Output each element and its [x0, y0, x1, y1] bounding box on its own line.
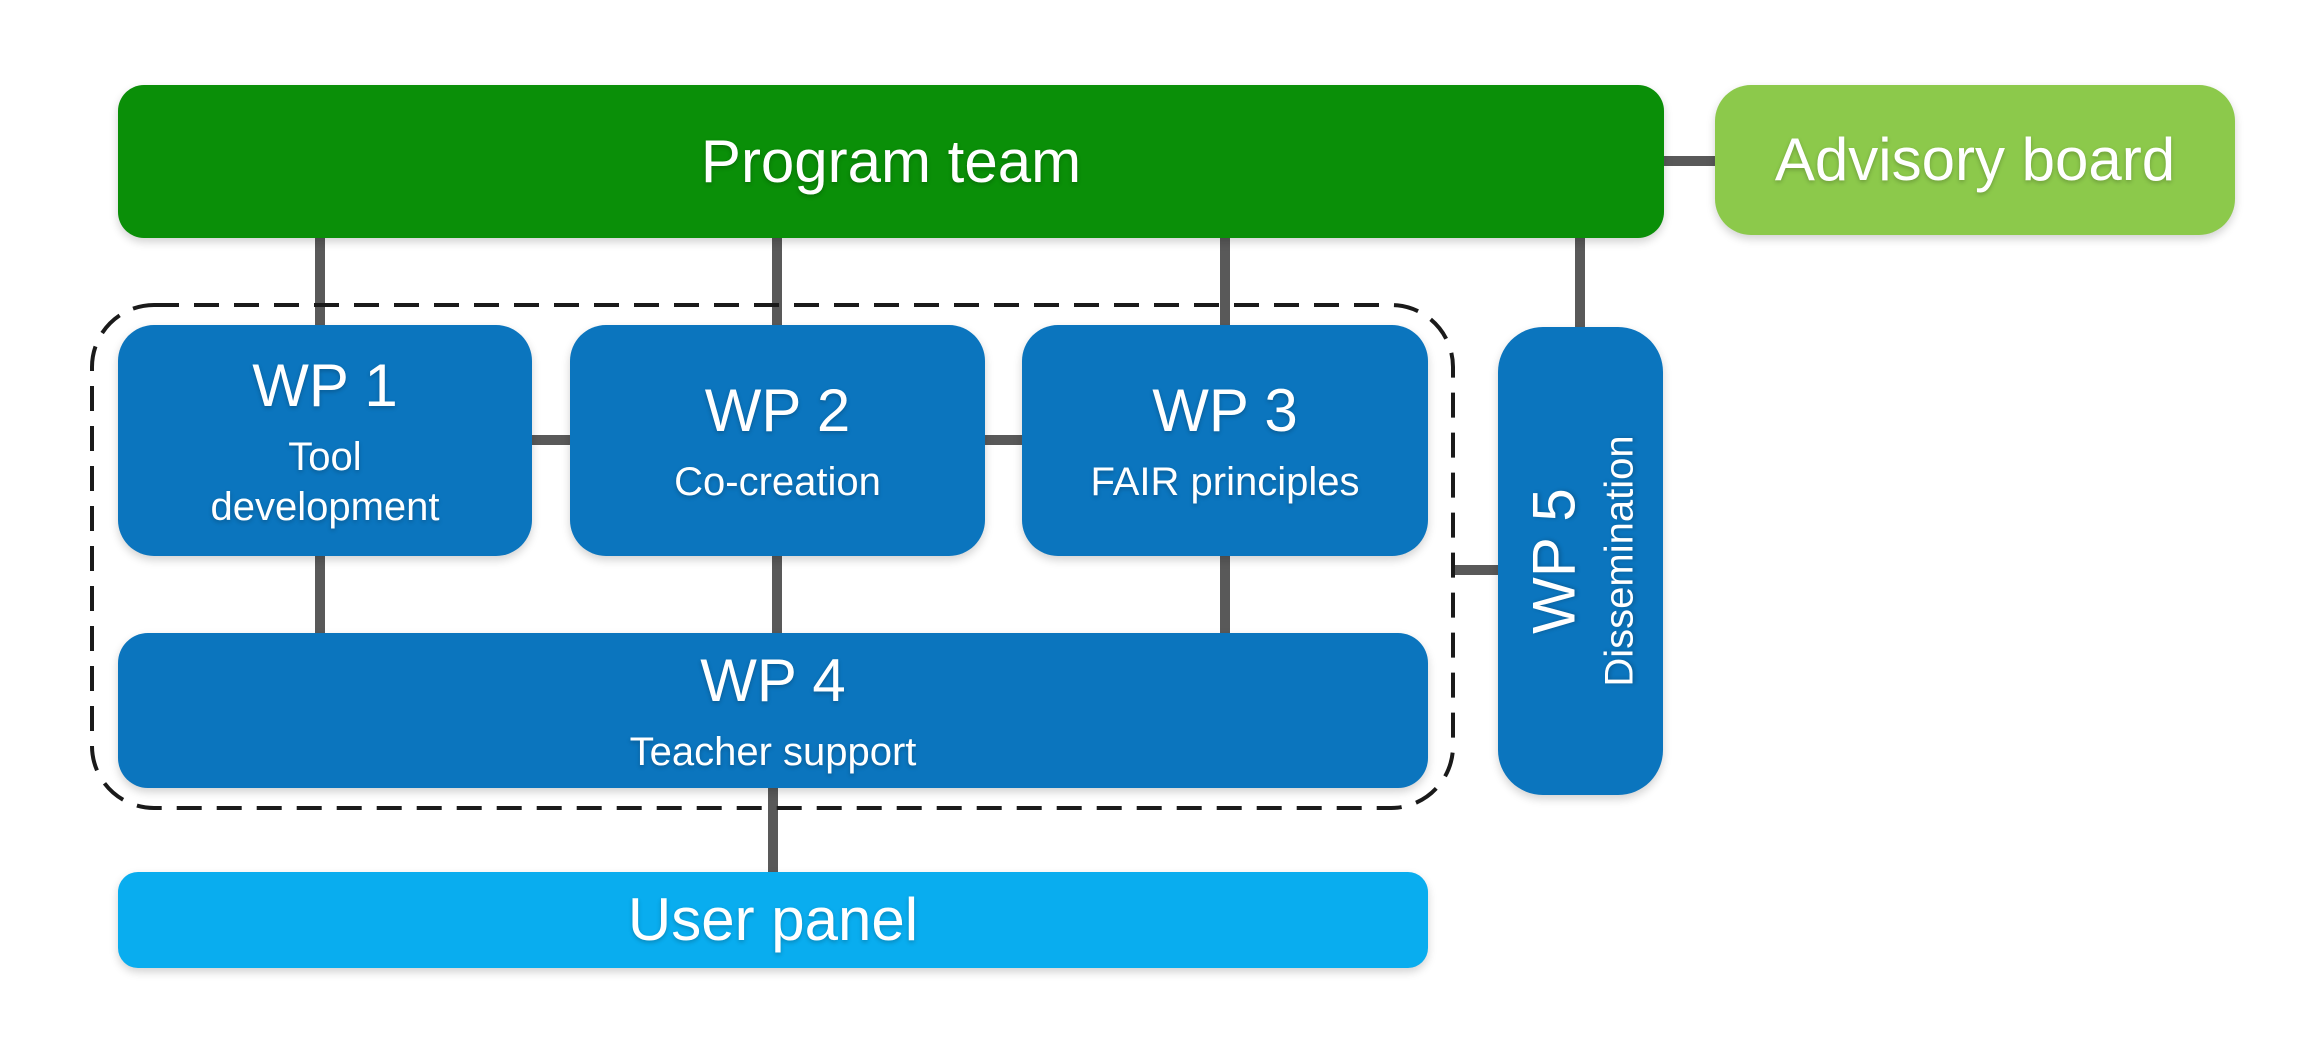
- connector-wp3-wp4: [1220, 556, 1230, 633]
- wp3-subtitle: FAIR principles: [1090, 459, 1360, 504]
- node-program-team: Program team: [118, 85, 1664, 238]
- wp3-title: WP 3: [1152, 376, 1298, 444]
- wp5-rotated-text: WP 5 Dissemination: [1498, 327, 1663, 795]
- wp2-title: WP 2: [704, 376, 851, 444]
- node-wp4: WP 4 Teacher support: [118, 633, 1428, 788]
- connector-wp1-wp4: [315, 556, 325, 633]
- node-wp2: WP 2 Co-creation: [570, 325, 985, 556]
- wp4-title: WP 4: [700, 646, 846, 714]
- connector-program-team-wp1: [315, 238, 325, 325]
- connector-program-team-advisory-board: [1664, 156, 1715, 166]
- wp5-title: WP 5: [1519, 488, 1587, 634]
- connector-group-wp5: [1455, 565, 1498, 575]
- connector-wp4-user-panel: [768, 788, 778, 872]
- advisory-board-label: Advisory board: [1774, 126, 2176, 193]
- connector-wp2-wp3: [985, 435, 1022, 445]
- node-advisory-board: Advisory board: [1715, 85, 2235, 235]
- node-wp3: WP 3 FAIR principles: [1022, 325, 1428, 556]
- work-packages-group-outline: [90, 303, 1455, 810]
- node-user-panel: User panel: [118, 872, 1428, 968]
- wp2-subtitle: Co-creation: [674, 459, 881, 504]
- connector-program-team-wp2: [772, 238, 782, 325]
- node-wp5: WP 5 Dissemination: [1498, 327, 1663, 795]
- wp1-subtitle: Tool development: [210, 434, 440, 529]
- connector-wp1-wp2: [532, 435, 570, 445]
- user-panel-label: User panel: [627, 886, 919, 953]
- connector-wp2-wp4: [772, 556, 782, 633]
- connector-program-team-wp3: [1220, 238, 1230, 325]
- wp5-subtitle: Dissemination: [1596, 435, 1641, 687]
- wp1-title: WP 1: [252, 351, 398, 419]
- program-team-label: Program team: [700, 127, 1082, 195]
- connector-program-team-wp5: [1575, 238, 1585, 327]
- node-wp1: WP 1 Tool development: [118, 325, 532, 556]
- wp4-subtitle: Teacher support: [629, 729, 917, 774]
